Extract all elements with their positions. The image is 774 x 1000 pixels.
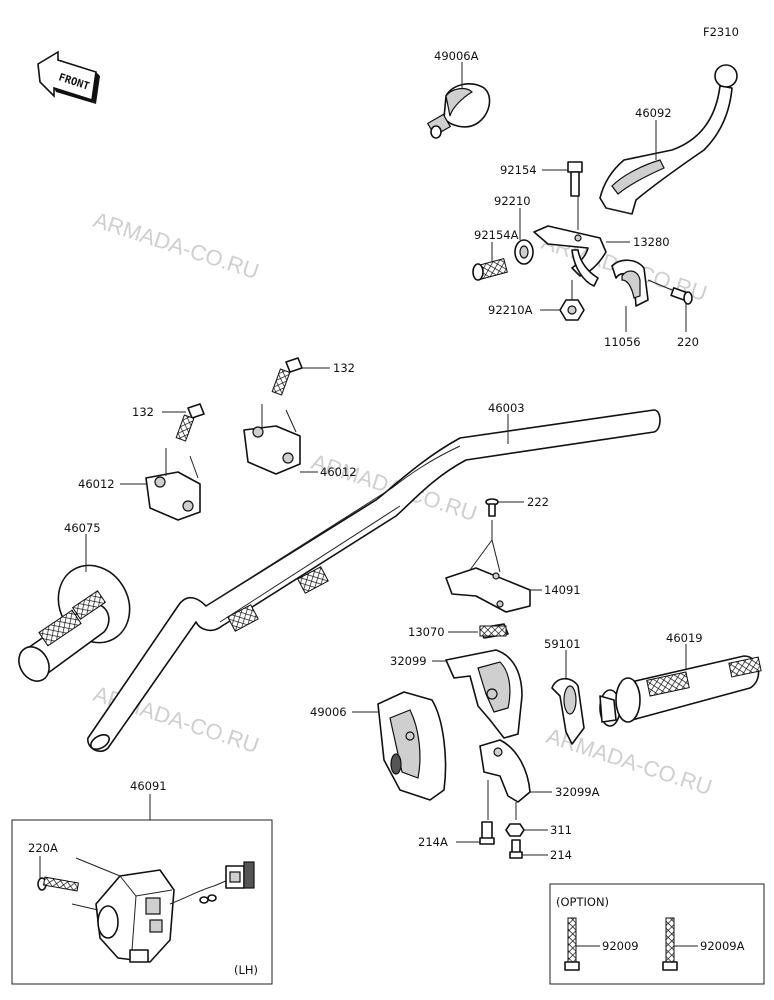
label-59101: 59101 — [544, 637, 581, 651]
label-13280: 13280 — [633, 235, 670, 249]
part-220A-screw — [37, 876, 80, 892]
part-92210A-nut — [559, 299, 585, 321]
front-arrow-icon: FRONT — [37, 50, 100, 104]
label-214A: 214A — [418, 835, 448, 849]
part-49006A-cover — [426, 83, 491, 139]
label-92009: 92009 — [602, 939, 639, 953]
label-222: 222 — [527, 495, 549, 509]
part-46012-holder-right — [243, 404, 301, 475]
label-220A: 220A — [28, 841, 58, 855]
part-92154A-bolt — [472, 258, 508, 281]
part-92210-washer — [514, 239, 534, 265]
part-92009-bolt — [564, 917, 580, 971]
part-132-bolt-left — [175, 403, 205, 442]
label-46091: 46091 — [130, 779, 167, 793]
label-92210A: 92210A — [488, 303, 533, 317]
part-132-bolt-right — [271, 357, 303, 396]
part-49006-cover — [377, 691, 447, 801]
watermark: ARMADA-CO.RU — [90, 207, 262, 284]
part-59101-cable-plate — [551, 677, 585, 745]
label-49006A: 49006A — [434, 49, 479, 63]
part-32099A-housing — [479, 739, 531, 820]
label-46012-left: 46012 — [78, 477, 115, 491]
label-13070: 13070 — [408, 625, 445, 639]
label-46019: 46019 — [666, 631, 703, 645]
part-11056-clamp — [611, 259, 649, 307]
diagram-code: F2310 — [703, 25, 739, 39]
label-132-left: 132 — [132, 405, 154, 419]
label-132-right: 132 — [333, 361, 355, 375]
part-92154-bolt — [567, 161, 583, 197]
label-92009A: 92009A — [700, 939, 745, 953]
part-214-bolt — [509, 839, 523, 859]
part-92009A-bolt — [662, 917, 678, 971]
part-13070-cap — [479, 623, 509, 639]
part-46091-switch — [95, 861, 255, 963]
part-13280-bracket — [533, 225, 607, 287]
label-92154: 92154 — [500, 163, 537, 177]
label-46092: 46092 — [635, 106, 672, 120]
part-46075-left-grip — [18, 564, 131, 682]
part-46092-lever — [599, 64, 738, 215]
label-49006: 49006 — [310, 705, 347, 719]
part-311-nut — [505, 823, 525, 837]
part-220-screw — [670, 287, 693, 305]
label-92154A: 92154A — [474, 228, 519, 242]
label-11056: 11056 — [604, 335, 641, 349]
inset-lh-label: (LH) — [234, 963, 258, 977]
label-46012-right: 46012 — [320, 465, 357, 479]
option-label: (OPTION) — [556, 895, 609, 909]
part-46012-holder-left — [145, 448, 201, 521]
part-46003-handlebar — [87, 409, 661, 753]
label-214: 214 — [550, 848, 572, 862]
label-46003: 46003 — [488, 401, 525, 415]
inset-switch-frame — [11, 819, 273, 985]
label-220: 220 — [677, 335, 699, 349]
part-46019-right-grip — [599, 655, 762, 727]
part-222-screw — [485, 498, 499, 517]
label-311: 311 — [550, 823, 572, 837]
label-92210: 92210 — [494, 194, 531, 208]
option-frame — [549, 883, 765, 985]
part-214A-bolt — [479, 821, 495, 845]
part-32099-housing — [445, 649, 523, 739]
label-32099: 32099 — [390, 654, 427, 668]
label-14091: 14091 — [544, 583, 581, 597]
label-32099A: 32099A — [555, 785, 600, 799]
label-46075: 46075 — [64, 521, 101, 535]
part-14091-cover — [445, 520, 531, 613]
